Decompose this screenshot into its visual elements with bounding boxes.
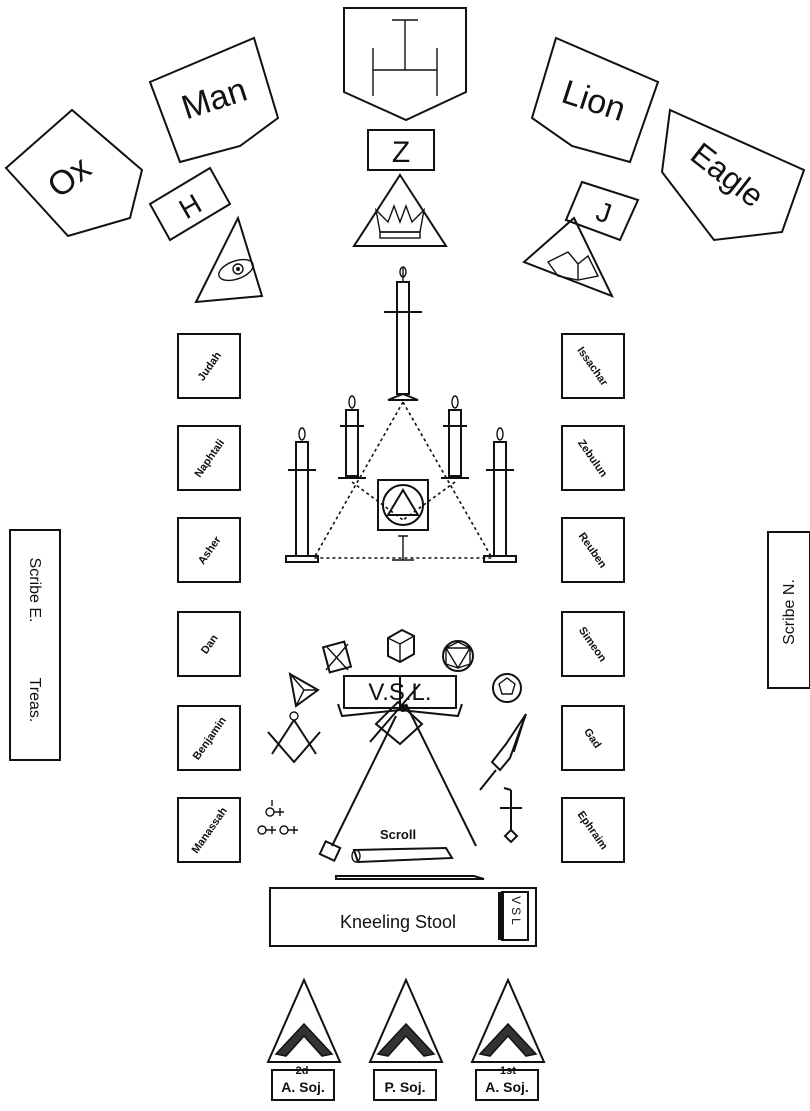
triple-tau-icon: [373, 20, 437, 96]
keys-icon: [258, 800, 298, 834]
vsl-label: V.S.L.: [368, 679, 431, 706]
tribe-label: Manassah: [190, 805, 230, 856]
banner-ox-label: Ox: [41, 149, 99, 206]
principal-j: J: [524, 182, 638, 296]
sojourner-1st: 1st A. Soj.: [472, 980, 544, 1100]
tribe-label: Judah: [196, 350, 225, 384]
tribe-label: Simeon: [576, 625, 609, 665]
tribe-label: Issachar: [574, 345, 610, 389]
tribe-box: Manassah: [178, 798, 240, 862]
scribe-n-box: Scribe N.: [768, 532, 810, 688]
principal-j-label: J: [592, 196, 615, 230]
tribe-label: Dan: [199, 632, 221, 656]
tribe-box: Reuben: [562, 518, 624, 582]
banner-man: Man: [150, 38, 278, 162]
sword-icon: [500, 788, 522, 842]
scribe-e-label: Scribe E.: [26, 558, 43, 623]
principal-h-label: H: [174, 188, 207, 225]
sojourner-bottom-label: A. Soj.: [485, 1079, 529, 1095]
banner-ox: Ox: [6, 110, 142, 236]
vsl-small-book-icon: VSL: [498, 892, 528, 940]
principal-z-label: Z: [392, 136, 410, 169]
tribe-box: Asher: [178, 518, 240, 582]
tribe-label: Naphtali: [192, 437, 227, 479]
tribe-box: Issachar: [562, 334, 624, 398]
crown-icon: [376, 206, 424, 238]
icosahedron-icon: [443, 641, 473, 671]
sojourner-bottom-label: A. Soj.: [281, 1079, 325, 1095]
tetrahedron-icon: [290, 674, 318, 706]
tribe-box: Zebulun: [562, 426, 624, 490]
tribe-box: Benjamin: [178, 706, 240, 770]
banner-eagle-label: Eagle: [684, 135, 771, 214]
banner-eagle: Eagle: [662, 110, 804, 240]
sojourners: 2d A. Soj. P. Soj. 1st A. Soj.: [268, 980, 544, 1100]
scroll-label: Scroll: [380, 827, 416, 842]
candlestick: [484, 428, 516, 562]
tribe-box: Judah: [178, 334, 240, 398]
treas-label: Treas.: [26, 678, 43, 723]
cube-icon: [388, 630, 414, 662]
banner-lion: Lion: [532, 38, 658, 162]
octahedron-icon: [323, 642, 351, 673]
stool-book-label: VSL: [509, 896, 523, 928]
scribe-n-label: Scribe N.: [781, 579, 798, 645]
banner-z-symbol: [344, 8, 466, 120]
open-book-icon: [548, 252, 598, 280]
tribe-label: Reuben: [576, 531, 609, 571]
sojourner-2d: 2d A. Soj.: [268, 980, 340, 1100]
square-and-compasses-icon: [268, 712, 320, 762]
tribe-label: Benjamin: [191, 715, 229, 763]
principal-z: Z: [354, 130, 446, 246]
candlestick: [286, 428, 318, 562]
candlestick: [338, 396, 366, 478]
tribe-label: Ephraim: [575, 809, 610, 852]
tribe-box: Ephraim: [562, 798, 624, 862]
scroll-icon: Scroll: [352, 827, 452, 862]
dodecahedron-icon: [493, 674, 521, 702]
sojourner-p: P. Soj.: [370, 980, 442, 1100]
tribe-box: Gad: [562, 706, 624, 770]
kneeling-stool: Kneeling Stool VSL: [270, 888, 536, 946]
banner-man-label: Man: [177, 71, 252, 128]
tribe-label: Zebulun: [575, 438, 610, 480]
tribe-box: Simeon: [562, 612, 624, 676]
tribe-label: Gad: [581, 726, 603, 750]
principal-h: H: [150, 168, 262, 302]
tribe-box: Dan: [178, 612, 240, 676]
trowel-icon: [480, 714, 526, 790]
tribe-label: Asher: [196, 534, 224, 567]
altar-pedestal: [378, 480, 428, 560]
candlestick: [441, 396, 469, 478]
banner-lion-label: Lion: [557, 73, 630, 129]
tribes-left: Judah Naphtali Asher Dan Benjamin Manass…: [178, 334, 240, 862]
candlesticks-group: [286, 267, 516, 562]
tribes-right: Issachar Zebulun Reuben Simeon Gad Ephra…: [562, 334, 624, 862]
tribe-box: Naphtali: [178, 426, 240, 490]
rod-icon: [336, 876, 484, 879]
scribe-e-box: Scribe E. Treas.: [10, 530, 60, 760]
sojourner-bottom-label: P. Soj.: [385, 1079, 426, 1095]
kneeling-stool-label: Kneeling Stool: [340, 912, 456, 932]
candlestick: [384, 267, 422, 400]
